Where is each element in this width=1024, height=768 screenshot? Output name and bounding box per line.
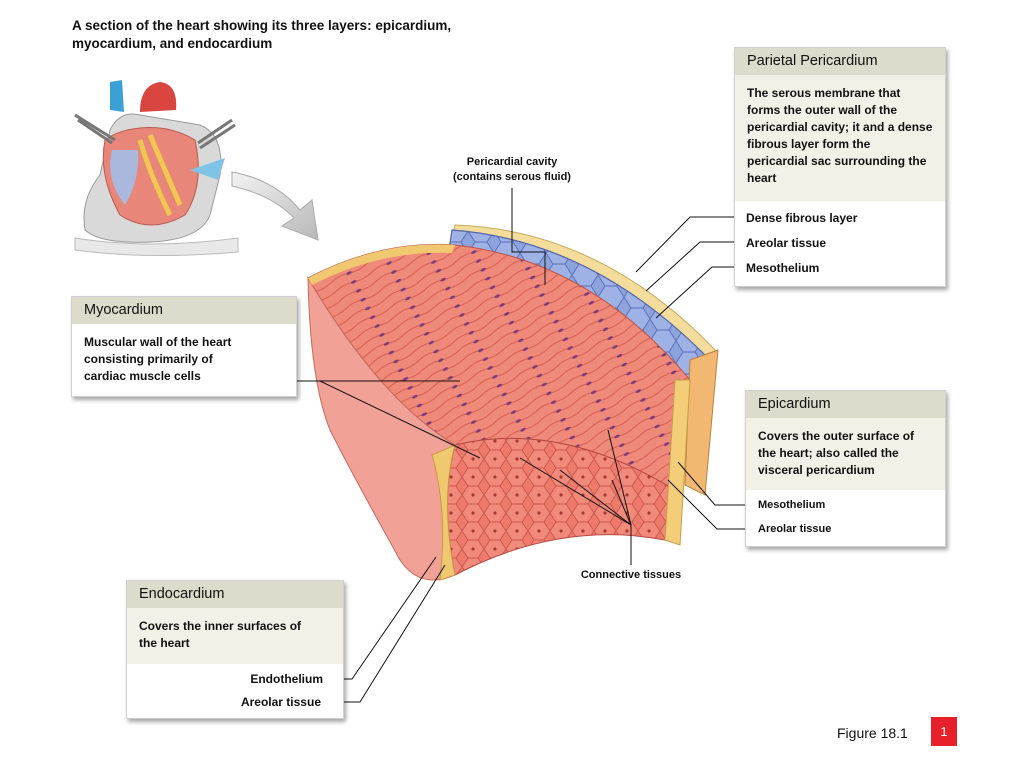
endocardium-areolar-tissue-label: Areolar tissue xyxy=(240,695,321,709)
dense-fibrous-layer-label: Dense fibrous layer xyxy=(746,211,858,225)
myocardium-box: Myocardium Muscular wall of the heart co… xyxy=(71,296,297,397)
parietal-pericardium-box: Parietal Pericardium The serous membrane… xyxy=(734,47,946,287)
pointer-arrow xyxy=(231,171,319,241)
endocardium-box: Endocardium Covers the inner surfaces of… xyxy=(126,580,344,719)
endocardium-description: Covers the inner surfaces of the heart xyxy=(127,608,343,664)
figure-caption: Figure 18.1 xyxy=(837,725,908,741)
endocardium-heading: Endocardium xyxy=(127,581,343,608)
page-number-badge: 1 xyxy=(931,717,957,746)
parietal-areolar-tissue-label: Areolar tissue xyxy=(746,236,827,250)
pericardial-cavity-label: Pericardial cavity (contains serous flui… xyxy=(453,156,571,183)
myocardium-heading: Myocardium xyxy=(72,297,296,324)
heart-thumbnail xyxy=(74,80,239,257)
parietal-pericardium-heading: Parietal Pericardium xyxy=(735,48,945,75)
epicardium-mesothelium-label: Mesothelium xyxy=(758,499,826,511)
parietal-pericardium-description: The serous membrane that forms the outer… xyxy=(735,75,945,201)
endothelium-label: Endothelium xyxy=(250,672,323,686)
myocardium-description: Muscular wall of the heart consisting pr… xyxy=(72,324,296,396)
parietal-mesothelium-label: Mesothelium xyxy=(746,261,820,275)
epicardium-heading: Epicardium xyxy=(746,391,945,418)
epicardium-areolar-tissue-label: Areolar tissue xyxy=(758,523,832,535)
epicardium-box: Epicardium Covers the outer surface of t… xyxy=(745,390,946,547)
slide-title: A section of the heart showing its three… xyxy=(72,18,452,51)
epicardium-description: Covers the outer surface of the heart; a… xyxy=(746,418,945,490)
connective-tissues-label: Connective tissues xyxy=(580,569,682,581)
